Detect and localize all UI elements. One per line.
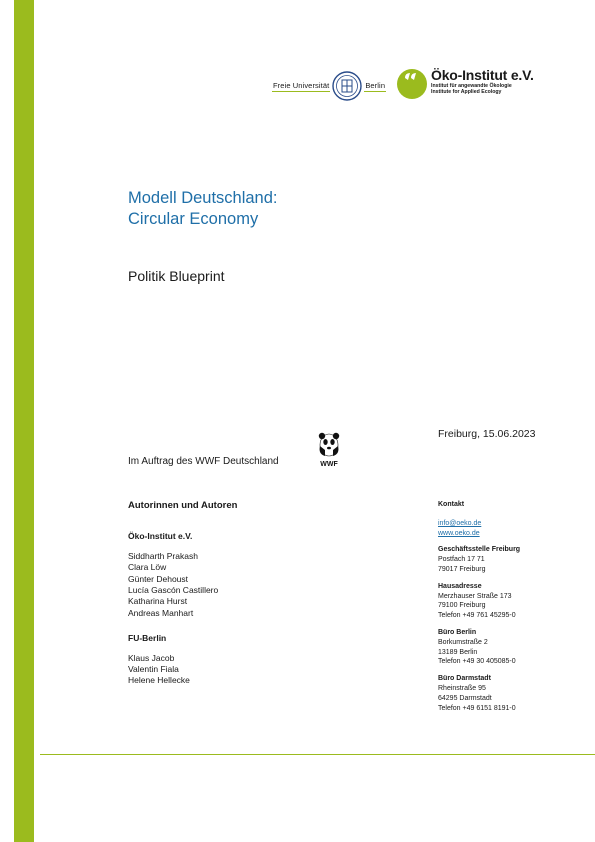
author-group-institution: Öko-Institut e.V. (128, 531, 193, 542)
fu-logo-text-left: Freie Universität (272, 80, 331, 92)
oeko-name: Öko-Institut e.V. (431, 67, 534, 83)
office-line: Telefon +49 761 45295-0 (438, 612, 516, 620)
author-name: Andreas Manhart (128, 607, 194, 618)
authors-section: Autorinnen und Autoren Öko-Institut e.V.… (128, 500, 237, 701)
office-line: 13189 Berlin (438, 648, 478, 656)
office-line: Rheinstraße 95 (438, 684, 486, 692)
website-link[interactable]: www.oeko.de (438, 529, 480, 537)
office-block: Hausadresse Merzhauser Straße 173 79100 … (438, 582, 520, 621)
oeko-sub-de: Institut für angewandte Ökologie (431, 83, 512, 89)
title-line-1: Modell Deutschland: (128, 189, 278, 207)
office-block: Geschäftsstelle Freiburg Postfach 17 71 … (438, 545, 520, 574)
fu-berlin-logo: Freie Universität Berlin (272, 69, 387, 103)
email-link[interactable]: info@oeko.de (438, 519, 482, 527)
author-name: Lucía Gascón Castillero (128, 585, 219, 596)
office-title: Büro Darmstadt (438, 675, 491, 683)
office-title: Hausadresse (438, 582, 482, 590)
oeko-leaf-icon (397, 69, 427, 99)
oeko-logo-text: Öko-Institut e.V. Institut für angewandt… (431, 67, 534, 96)
wwf-panda-icon: WWF (318, 432, 340, 468)
office-line: 79100 Freiburg (438, 602, 486, 610)
author-name: Klaus Jacob (128, 652, 175, 663)
office-line: Telefon +49 30 405085-0 (438, 658, 516, 666)
author-name: Günter Dehoust (128, 573, 189, 584)
office-line: Borkumstraße 2 (438, 638, 488, 646)
office-line: Telefon +49 6151 8191-0 (438, 704, 516, 712)
office-line: Postfach 17 71 (438, 556, 485, 564)
fu-logo-text-right: Berlin (364, 80, 387, 92)
author-group-oeko: Öko-Institut e.V. Siddharth Prakash Clar… (128, 531, 237, 619)
author-name: Siddharth Prakash (128, 550, 198, 561)
oeko-institut-logo: Öko-Institut e.V. Institut für angewandt… (396, 68, 534, 100)
title-line-2: Circular Economy (128, 210, 259, 228)
office-block: Büro Berlin Borkumstraße 2 13189 Berlin … (438, 628, 520, 667)
author-name: Helene Hellecke (128, 675, 190, 686)
document-title: Modell Deutschland: Circular Economy (128, 188, 278, 230)
left-accent-bar (14, 0, 34, 842)
author-name: Valentin Fiala (128, 664, 179, 675)
contact-section: Kontakt info@oeko.de www.oeko.de Geschäf… (438, 500, 520, 720)
office-line: 79017 Freiburg (438, 565, 486, 573)
footer-divider (40, 754, 595, 755)
author-group-institution: FU-Berlin (128, 633, 167, 644)
authors-heading: Autorinnen und Autoren (128, 500, 238, 511)
author-group-fu: FU-Berlin Klaus Jacob Valentin Fiala Hel… (128, 633, 237, 687)
contact-heading: Kontakt (438, 501, 465, 508)
author-name: Katharina Hurst (128, 596, 188, 607)
document-date: Freiburg, 15.06.2023 (438, 428, 536, 440)
commission-note: Im Auftrag des WWF Deutschland (128, 456, 279, 467)
contact-links: info@oeko.de www.oeko.de (438, 519, 520, 539)
wwf-wordmark: WWF (320, 461, 338, 468)
author-name: Clara Löw (128, 562, 167, 573)
fu-seal-icon (332, 71, 363, 101)
office-title: Büro Berlin (438, 628, 477, 636)
office-line: 64295 Darmstadt (438, 694, 492, 702)
office-title: Geschäftsstelle Freiburg (438, 546, 521, 554)
oeko-sub-en: Institute for Applied Ecology (431, 89, 502, 95)
office-block: Büro Darmstadt Rheinstraße 95 64295 Darm… (438, 674, 520, 713)
office-line: Merzhauser Straße 173 (438, 592, 512, 600)
document-subtitle: Politik Blueprint (128, 268, 225, 284)
